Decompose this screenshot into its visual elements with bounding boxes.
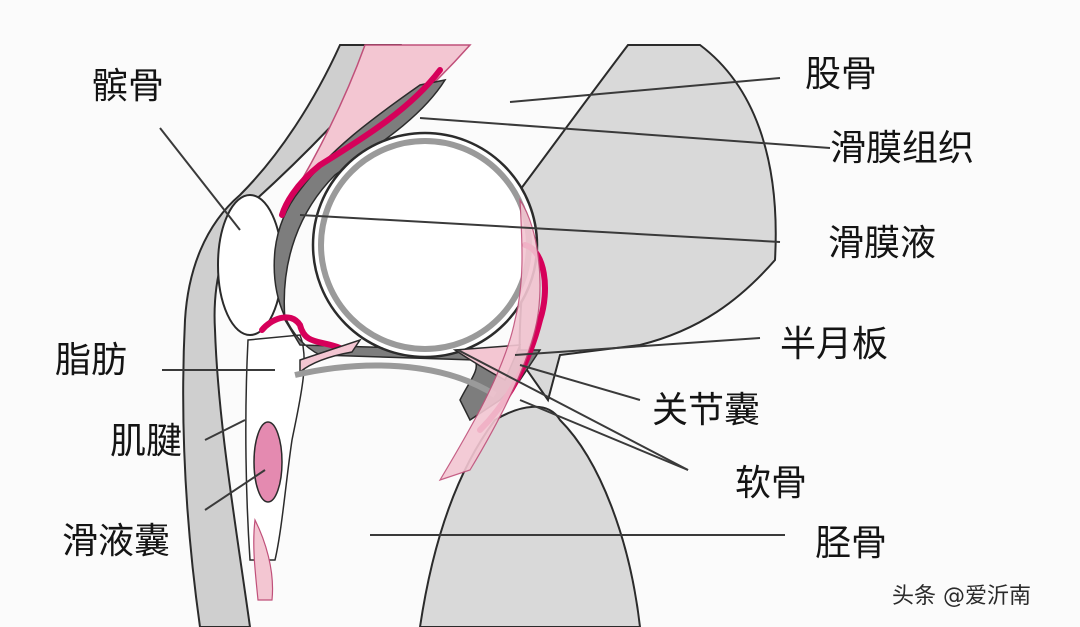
- leader-cartilage-a: [457, 349, 689, 471]
- leader-capsule: [519, 364, 641, 401]
- label-femur: 股骨: [805, 54, 877, 95]
- label-bursa: 滑液囊: [62, 521, 170, 562]
- femoral-cartilage: [318, 138, 532, 352]
- leader-cartilage-b: [519, 399, 689, 471]
- label-joint-capsule: 关节囊: [652, 390, 760, 431]
- label-patella: 髌骨: [92, 66, 164, 107]
- tendon-pink-lower: [253, 517, 274, 601]
- tibial-cartilage: [294, 362, 497, 398]
- leader-patella: [159, 127, 241, 231]
- leader-tendon: [204, 419, 246, 441]
- synovial-fluid-region: [273, 78, 542, 422]
- patella-bone: [217, 194, 283, 336]
- femur-bone: [518, 44, 777, 403]
- bursa: [253, 421, 283, 503]
- label-synovial-fluid: 滑膜液: [828, 223, 936, 264]
- label-tibia: 胫骨: [815, 523, 887, 564]
- label-tendon: 肌腱: [110, 421, 182, 462]
- label-cartilage: 软骨: [735, 463, 807, 504]
- label-meniscus: 半月板: [780, 324, 888, 365]
- synovial-membrane-upper: [279, 67, 443, 218]
- tibia-bone: [418, 405, 642, 627]
- leader-synovial-fluid: [299, 214, 781, 243]
- watermark: 头条 @爱沂南: [892, 584, 1031, 609]
- leader-synovial-tissue: [419, 117, 831, 149]
- leader-meniscus: [514, 337, 761, 356]
- leader-femur: [509, 77, 781, 103]
- leader-bursa: [204, 469, 266, 511]
- synovial-membrane-fold: [259, 314, 343, 351]
- label-synovial-tissue: 滑膜组织: [830, 128, 974, 169]
- label-fat: 脂肪: [55, 340, 127, 381]
